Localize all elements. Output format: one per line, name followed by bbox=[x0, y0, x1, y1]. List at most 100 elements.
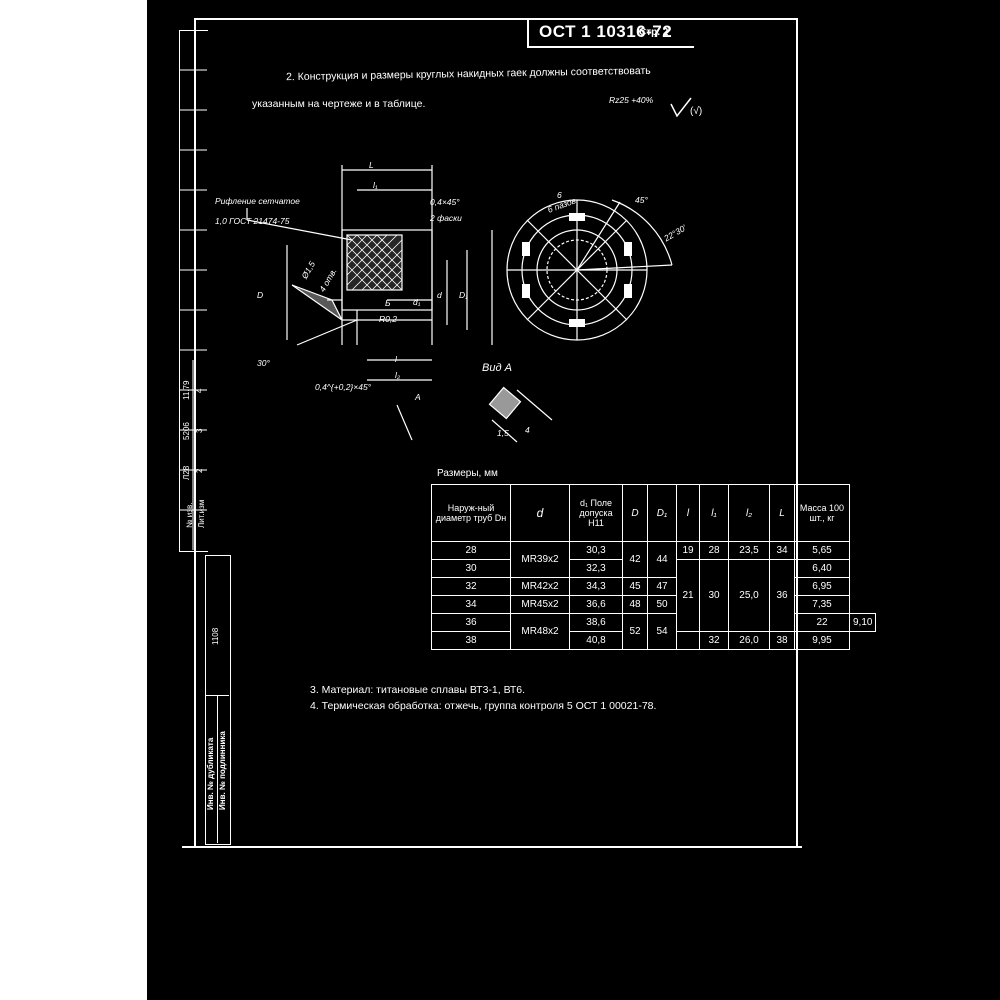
table-row: 34 MR45x2 36,6 48 50 7,35 bbox=[431, 595, 876, 614]
view-A-dim-2: 4 bbox=[525, 425, 530, 435]
cell-l1: 28 bbox=[699, 541, 729, 560]
side-bottom-label-2: Инв. № подлинника bbox=[218, 731, 227, 810]
dim-D1: D₁ bbox=[459, 290, 468, 300]
cell-d: MR48x2 bbox=[510, 613, 570, 650]
cell-l2: 25,0 bbox=[728, 559, 770, 632]
side-col-2: 2 bbox=[195, 468, 204, 473]
table-row: 38 40,8 32 26,0 38 9,95 bbox=[431, 631, 876, 650]
dim-chamfer-top: 0,4×45° bbox=[430, 197, 460, 207]
cell-l1: 30 bbox=[699, 559, 729, 632]
knurl-label-1: Рифление сетчатое bbox=[215, 196, 300, 206]
header-D1: D₁ bbox=[647, 484, 677, 542]
cell-d: MR39x2 bbox=[510, 541, 570, 578]
header-l1: l₁ bbox=[699, 484, 729, 542]
knurl-label-2: 1,0 ГОСТ 21474-75 bbox=[215, 216, 290, 226]
side-bottom-label-1: Инв. № дубликата bbox=[206, 737, 215, 810]
frame-bottom-rule bbox=[182, 846, 802, 848]
cell-l1: 32 bbox=[699, 631, 729, 650]
view-A-dim-1: 1,5 bbox=[497, 428, 509, 438]
header-l: l bbox=[676, 484, 700, 542]
cell-L: 38 bbox=[769, 631, 795, 650]
view-arrow-A: A bbox=[415, 392, 421, 402]
cell-d: MR45x2 bbox=[510, 595, 570, 614]
cell-mass: 9,95 bbox=[794, 631, 850, 650]
table-row: 28 MR39x2 30,3 42 44 19 28 23,5 34 5,65 bbox=[431, 541, 876, 578]
dim-R: R0,2 bbox=[379, 314, 397, 324]
table-row: 36 MR48x2 38,6 52 54 22 9,10 bbox=[431, 613, 877, 650]
cell-D: 52 bbox=[622, 613, 648, 650]
cell-l2: 26,0 bbox=[728, 631, 770, 650]
cell-dn: 32 bbox=[431, 577, 511, 596]
dim-D: D bbox=[257, 290, 264, 300]
dim-d: d bbox=[437, 290, 442, 300]
cell-d1: 34,3 bbox=[569, 577, 623, 596]
dim-L: L bbox=[369, 160, 374, 170]
roughness-note: Rz25 +40% bbox=[609, 95, 654, 105]
table-header-row: Наруж-ный диаметр труб Dн d d₁ Поле допу… bbox=[431, 484, 876, 542]
cell-mass: 7,35 bbox=[794, 595, 850, 614]
cell-d1: 36,6 bbox=[569, 595, 623, 614]
table-row: 30 32,3 21 30 25,0 36 6,40 bbox=[431, 559, 876, 632]
nut-front-view bbox=[506, 199, 673, 341]
dim-angle-30: 30° bbox=[257, 358, 270, 368]
cell-D: 42 bbox=[622, 541, 648, 578]
header-L: L bbox=[769, 484, 795, 542]
cell-D1: 44 bbox=[647, 541, 677, 578]
cell-L: 34 bbox=[769, 541, 795, 560]
header-l2: l₂ bbox=[728, 484, 770, 542]
side-strip-lower bbox=[205, 555, 231, 845]
header-d1: d₁ Поле допуска H11 bbox=[569, 484, 623, 542]
side-val-3: 11.79 bbox=[182, 380, 191, 400]
side-strip-lower-divider bbox=[217, 695, 218, 843]
cell-D: 45 bbox=[622, 577, 648, 596]
document-number: ОСТ 1 10316-72 bbox=[539, 22, 673, 41]
side-header-2: № изв. bbox=[185, 502, 194, 528]
side-strip-upper bbox=[179, 30, 208, 552]
cell-l-empty bbox=[676, 631, 700, 650]
cell-l2: 23,5 bbox=[728, 541, 770, 560]
side-col-4: 4 bbox=[195, 388, 204, 393]
cell-d1: 30,3 bbox=[569, 541, 623, 560]
cell-D1: 47 bbox=[647, 577, 677, 596]
note-4: 4. Термическая обработка: отжечь, группа… bbox=[310, 700, 657, 712]
nut-section-drawing bbox=[246, 165, 493, 441]
cell-l: 22 bbox=[794, 613, 850, 632]
header-D: D bbox=[622, 484, 648, 542]
dim-b: 6 bbox=[557, 190, 562, 200]
dim-chamfer-bottom: 0,4^{+0,2}×45° bbox=[315, 382, 372, 392]
paragraph-2-line-2: указанным на чертеже и в таблице. bbox=[252, 98, 426, 110]
dim-l2: l₂ bbox=[395, 370, 401, 380]
cell-dn: 34 bbox=[431, 595, 511, 614]
page-label: Стр. 2 bbox=[639, 27, 669, 38]
cell-dn: 38 bbox=[431, 631, 511, 650]
cell-D: 48 bbox=[622, 595, 648, 614]
header-d: d bbox=[510, 484, 570, 542]
cell-d1: 38,6 bbox=[569, 613, 623, 632]
side-val-2: 5206 bbox=[182, 422, 191, 440]
dimensions-table: Наруж-ный диаметр труб Dн d d₁ Поле допу… bbox=[431, 484, 877, 650]
cell-d1: 32,3 bbox=[569, 559, 623, 578]
view-A-label: Вид А bbox=[482, 362, 512, 374]
cell-mass: 5,65 bbox=[794, 541, 850, 560]
dim-angle-45: 45° bbox=[635, 195, 648, 205]
svg-text:(√): (√) bbox=[690, 105, 702, 117]
cell-mass: 6,40 bbox=[794, 559, 850, 578]
document-sheet: ОСТ 1 10316-72 Стр. 2 2. Конструкция и р… bbox=[147, 0, 1000, 1000]
dim-l1: l₁ bbox=[373, 180, 378, 190]
side-col-3: 3 bbox=[195, 428, 204, 433]
note-3: 3. Материал: титановые сплавы ВТ3-1, ВТ6… bbox=[310, 684, 526, 696]
cell-D1: 50 bbox=[647, 595, 677, 614]
side-header-1: Лит.изм bbox=[197, 499, 206, 528]
roughness-symbol-icon: (√) bbox=[670, 97, 702, 118]
header-mass: Масса 100 шт., кг bbox=[794, 484, 850, 542]
side-inv-number: 1108 bbox=[211, 627, 220, 645]
cell-L: 36 bbox=[769, 559, 795, 632]
cell-D1: 54 bbox=[647, 613, 677, 650]
view-A-drawing bbox=[488, 386, 553, 443]
dim-d1: d₁ bbox=[413, 297, 421, 307]
cell-dn: 36 bbox=[431, 613, 511, 632]
cell-mass: 9,10 bbox=[848, 613, 877, 632]
cell-mass: 6,95 bbox=[794, 577, 850, 596]
cell-dn: 28 bbox=[431, 541, 511, 560]
cell-l: 21 bbox=[676, 559, 700, 632]
